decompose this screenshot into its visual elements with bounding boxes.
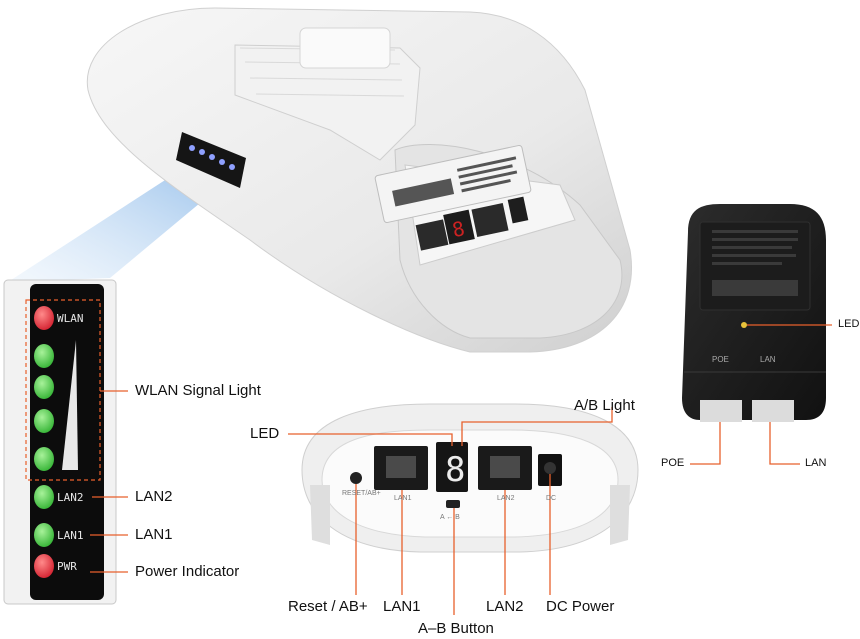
port-panel: 8 (301, 403, 639, 553)
poe-led-label: LED (838, 318, 860, 330)
led-label-lan1: LAN1 (57, 529, 84, 542)
ab-small-label: A ← B (440, 514, 460, 521)
reset-small-label: RESET/AB+ (342, 490, 381, 497)
led-lan2 (34, 485, 54, 509)
led-label-wlan: WLAN (57, 312, 84, 325)
svg-text:8: 8 (450, 216, 467, 242)
led-signal-2 (34, 375, 54, 399)
poe-adapter (682, 204, 826, 422)
led-label: LED (250, 425, 280, 442)
lan1-small-label: LAN1 (394, 495, 412, 502)
led-signal-3 (34, 409, 54, 433)
dc-small-label: DC (546, 495, 557, 502)
device-led-strip (176, 132, 246, 188)
adapter-poe-label: POE (712, 355, 729, 364)
lan2-label: LAN2 (135, 488, 173, 505)
led-label-pwr: PWR (57, 560, 77, 573)
port-lan2-label: LAN2 (486, 598, 524, 615)
lan-label: LAN (805, 457, 827, 469)
lan1-label: LAN1 (135, 526, 173, 543)
ab-button-label: A–B Button (418, 620, 494, 637)
reset-label: Reset / AB+ (288, 598, 368, 615)
port-lan1-label: LAN1 (383, 598, 421, 615)
adapter-lan-label: LAN (760, 355, 776, 364)
led-wlan (34, 306, 54, 330)
led-signal-4 (34, 447, 54, 471)
cpe-device: 8 (86, 7, 632, 353)
wlan-signal-label: WLAN Signal Light (135, 382, 261, 399)
callout-lines (90, 324, 832, 615)
poe-label: POE (661, 457, 685, 469)
led-label-lan2: LAN2 (57, 491, 84, 504)
zoom-beam (8, 160, 230, 282)
led-signal-1 (34, 344, 54, 368)
ab-light-label: A/B Light (574, 397, 635, 414)
dc-power-label: DC Power (546, 598, 615, 615)
led-pwr (34, 554, 54, 578)
led-lan1 (34, 523, 54, 547)
lan2-small-label: LAN2 (497, 495, 515, 502)
digit-display: 8 (445, 450, 465, 490)
power-indicator-label: Power Indicator (135, 563, 240, 580)
